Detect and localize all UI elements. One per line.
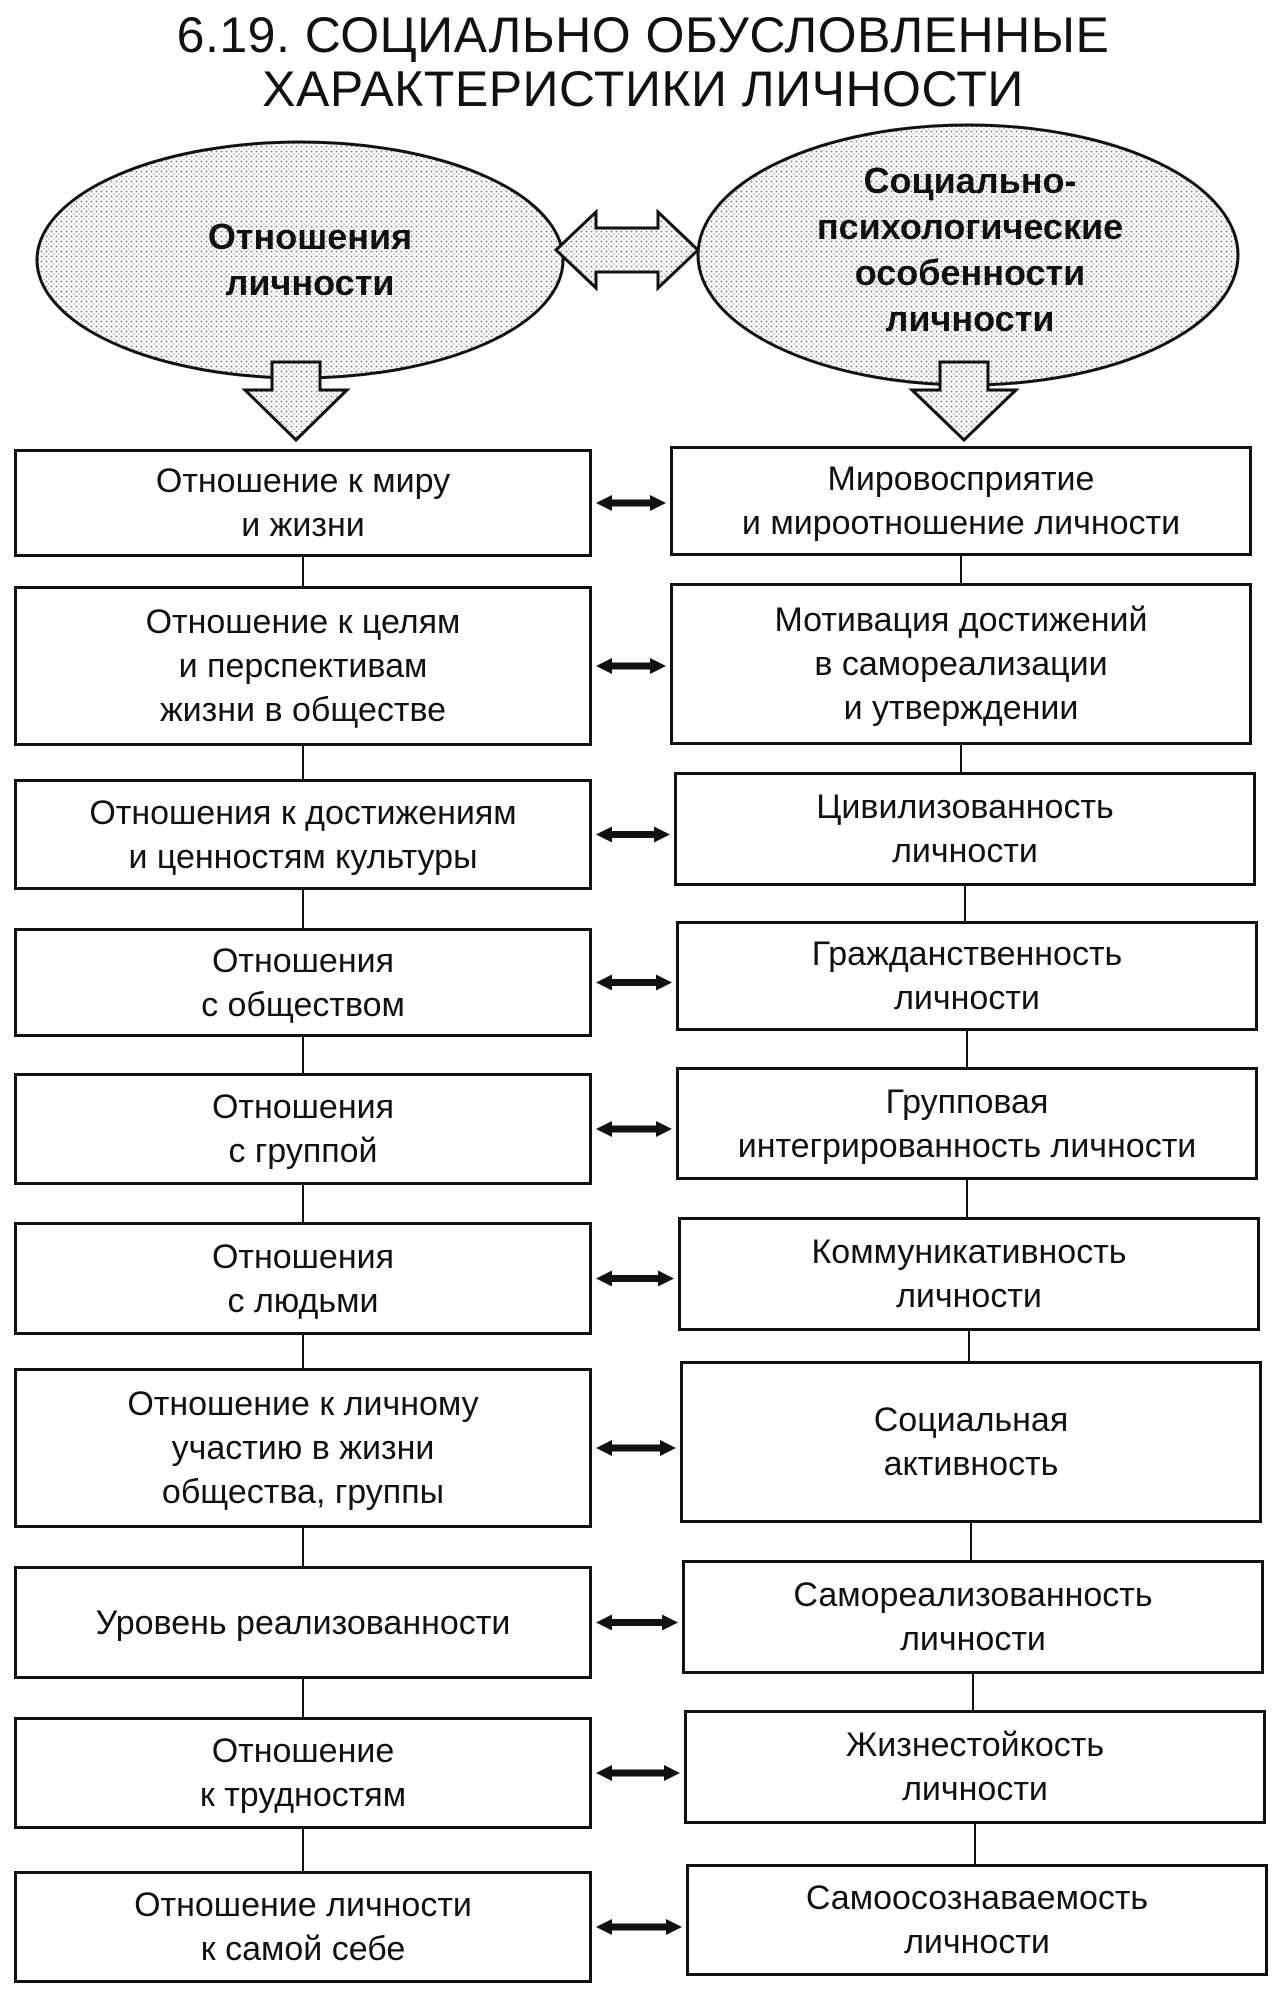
right-box-4: Гражданственность личности bbox=[676, 921, 1258, 1031]
left-box-7: Отношение к личному участию в жизни обще… bbox=[14, 1368, 592, 1528]
left-box-2: Отношение к целям и перспективам жизни в… bbox=[14, 586, 592, 746]
vertical-lines bbox=[302, 556, 976, 1871]
right-header-label: Социально- психологические особенности л… bbox=[816, 160, 1124, 339]
left-box-10: Отношение личности к самой себе bbox=[14, 1871, 592, 1983]
connector-arrow-2 bbox=[596, 658, 666, 674]
right-down-arrow bbox=[908, 360, 1020, 443]
left-box-4: Отношения с обществом bbox=[14, 928, 592, 1037]
connector-arrow-8 bbox=[596, 1614, 678, 1631]
right-box-6: Коммуникативность личности bbox=[678, 1217, 1260, 1331]
connector-arrow-5 bbox=[596, 1121, 672, 1137]
title-line-1: 6.19. СОЦИАЛЬНО ОБУСЛОВЛЕННЫЕ bbox=[176, 7, 1110, 63]
left-box-3: Отношения к достижениям и ценностям куль… bbox=[14, 779, 592, 890]
left-box-1: Отношение к миру и жизни bbox=[14, 449, 592, 557]
left-box-5: Отношения с группой bbox=[14, 1073, 592, 1185]
connector-arrow-7 bbox=[596, 1440, 676, 1456]
connector-arrow-1 bbox=[596, 495, 666, 511]
right-box-10: Самоосознаваемость личности bbox=[686, 1864, 1268, 1976]
connector-arrow-9 bbox=[596, 1765, 680, 1781]
right-box-2: Мотивация достижений в самореализации и … bbox=[670, 583, 1252, 745]
left-header-label: Отношения личности bbox=[207, 216, 413, 303]
left-down-arrow bbox=[241, 360, 351, 443]
connector-arrow-4 bbox=[596, 974, 672, 991]
title-line-2: ХАРАКТЕРИСТИКИ ЛИЧНОСТИ bbox=[262, 61, 1024, 117]
right-box-1: Мировосприятие и мироотношение личности bbox=[670, 446, 1252, 556]
right-box-8: Самореализованность личности bbox=[682, 1560, 1264, 1674]
connector-arrow-6 bbox=[596, 1270, 674, 1287]
connector-arrow-3 bbox=[596, 826, 670, 843]
right-box-3: Цивилизованность личности bbox=[674, 772, 1256, 886]
connector-arrow-10 bbox=[596, 1919, 682, 1935]
left-box-9: Отношение к трудностям bbox=[14, 1717, 592, 1829]
header-double-arrow bbox=[553, 208, 701, 292]
left-box-8: Уровень реализованности bbox=[14, 1566, 592, 1679]
left-box-6: Отношения с людьми bbox=[14, 1222, 592, 1335]
right-box-5: Групповая интегрированность личности bbox=[676, 1067, 1258, 1180]
right-box-9: Жизнестойкость личности bbox=[684, 1710, 1266, 1824]
diagram-title: 6.19. СОЦИАЛЬНО ОБУСЛОВЛЕННЫЕ ХАРАКТЕРИС… bbox=[0, 8, 1286, 116]
right-box-7: Социальная активность bbox=[680, 1361, 1262, 1523]
row-connectors bbox=[596, 495, 682, 1935]
